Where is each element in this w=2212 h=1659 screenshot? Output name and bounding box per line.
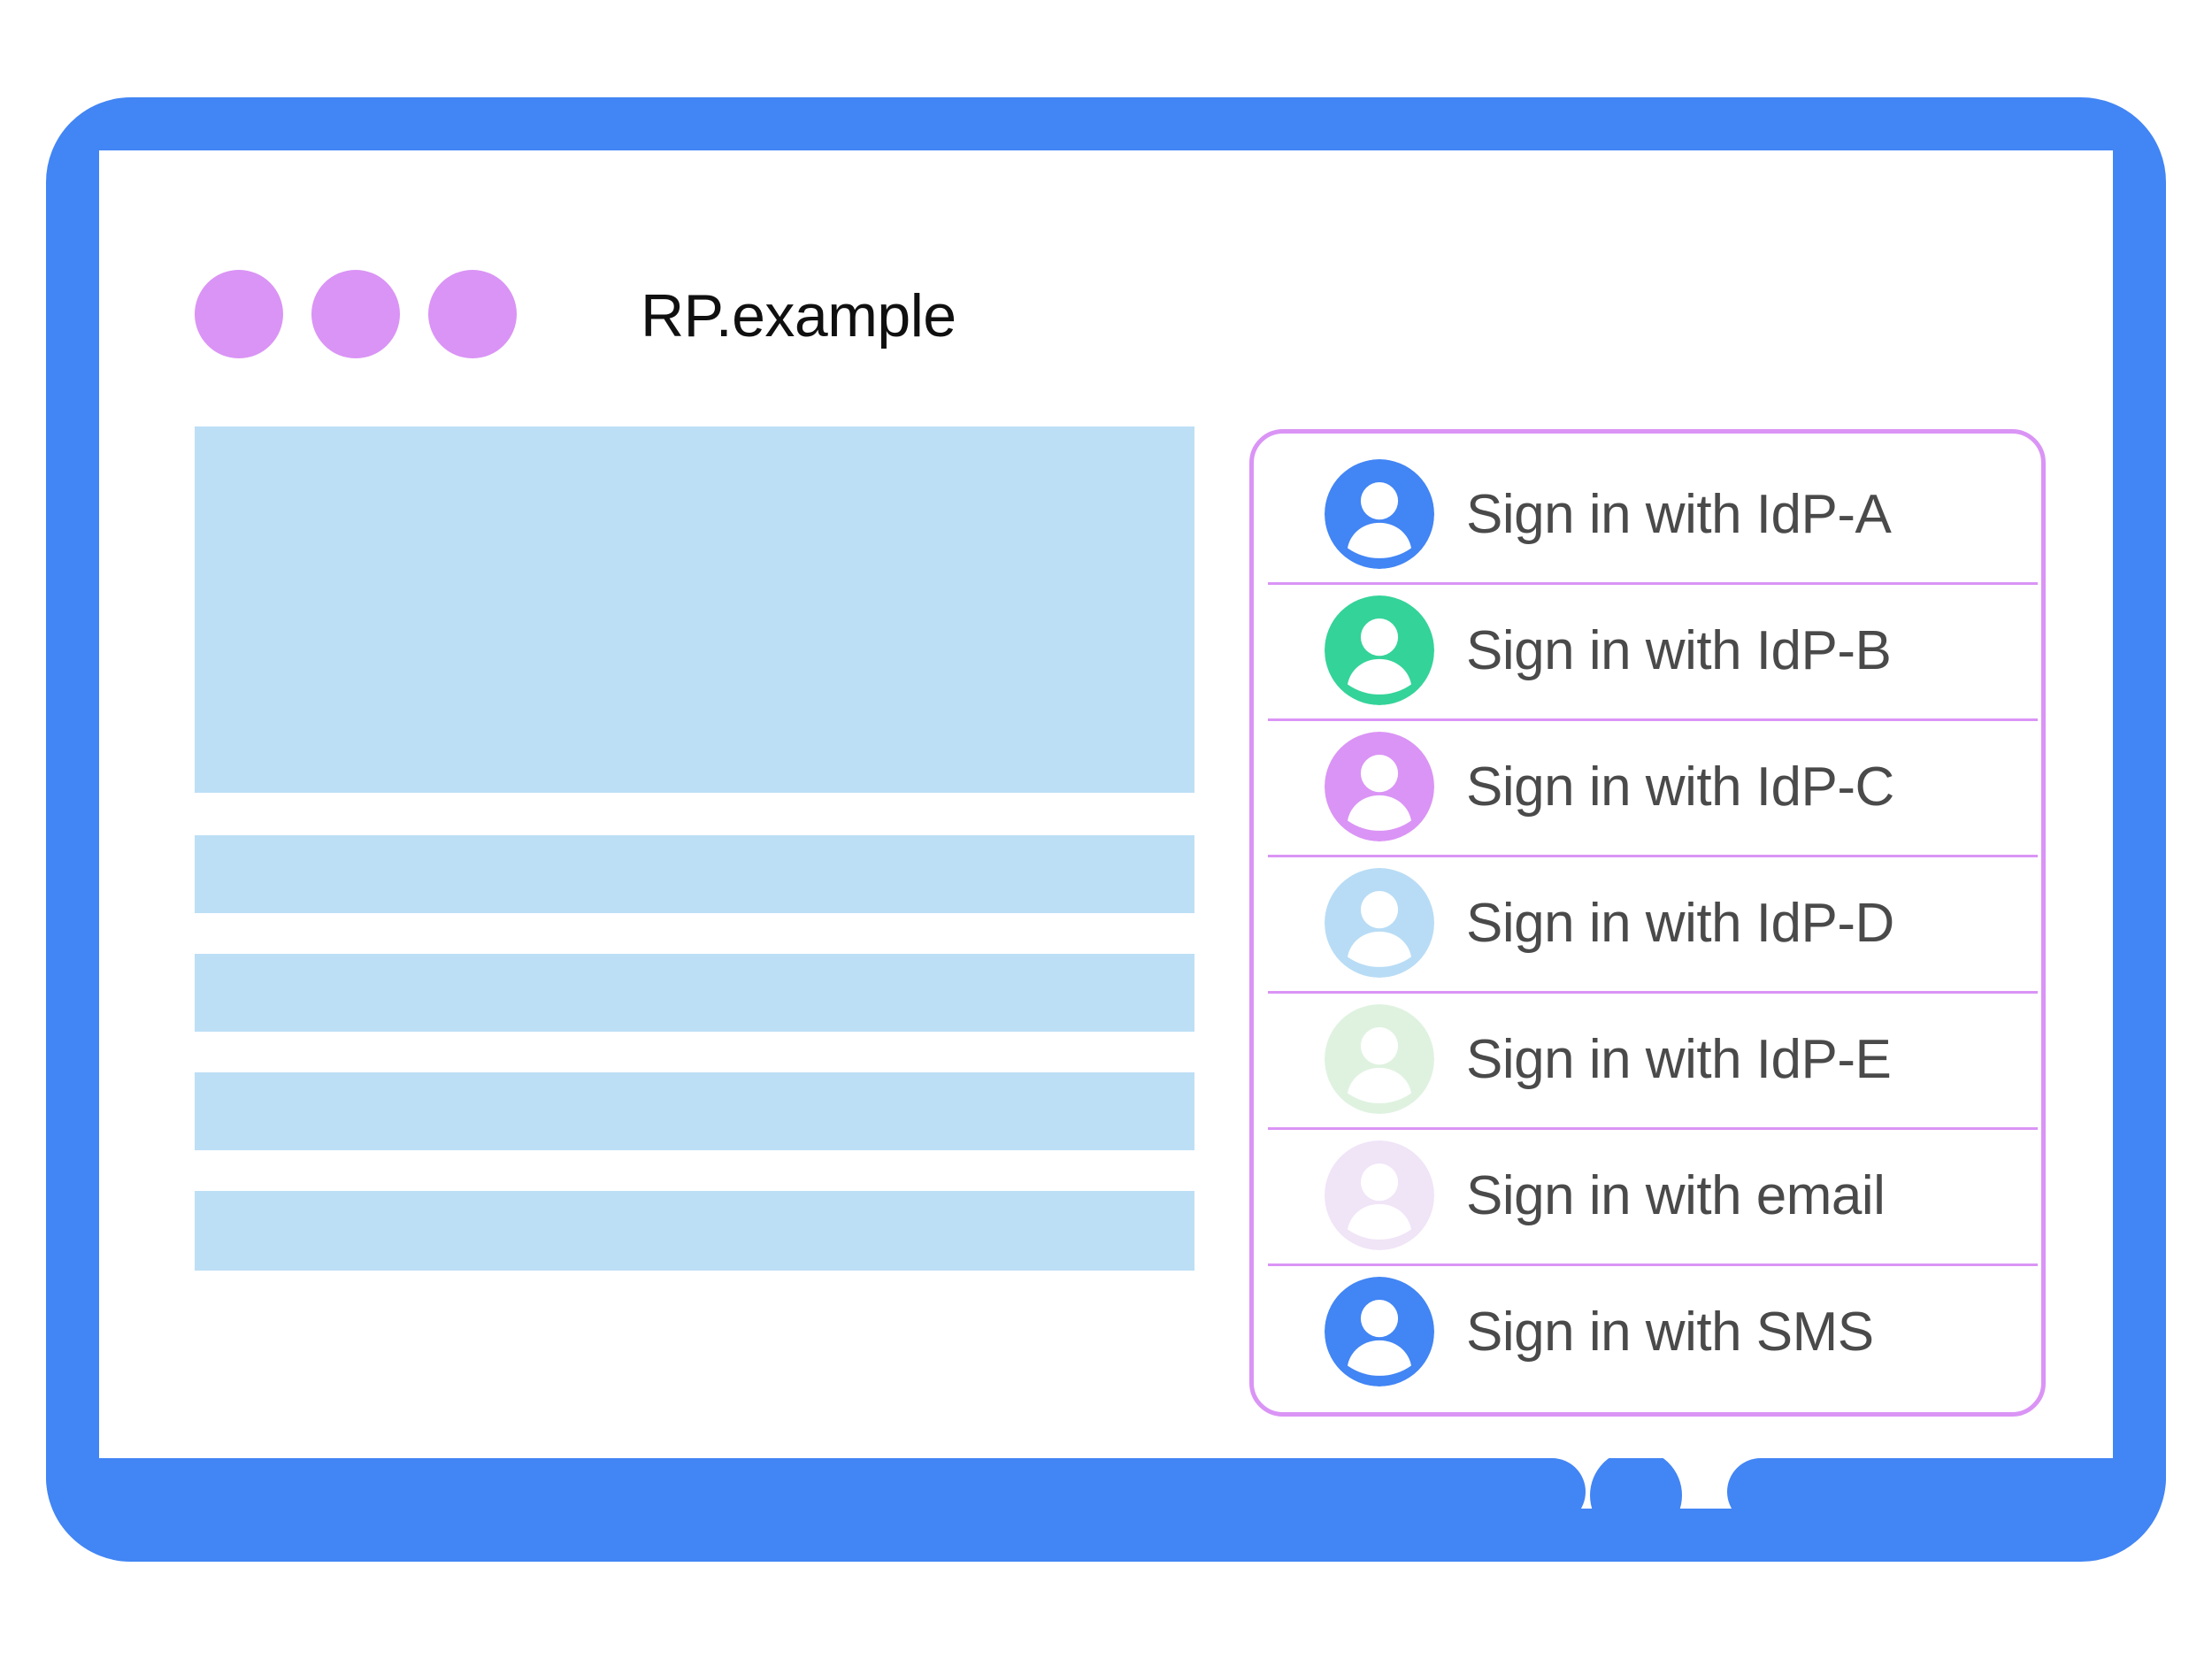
home-button[interactable]	[1590, 1449, 1682, 1541]
page-title: RP.example	[641, 282, 956, 349]
hero-placeholder	[195, 426, 1194, 793]
person-avatar-icon	[1325, 1141, 1434, 1250]
account-chooser-item-label: Sign in with IdP-B	[1466, 619, 1892, 681]
account-chooser-item[interactable]: Sign in with IdP-C	[1254, 718, 2041, 855]
account-chooser-item-label: Sign in with IdP-E	[1466, 1028, 1892, 1090]
person-avatar-icon	[1325, 459, 1434, 569]
text-line-placeholder-1	[195, 835, 1194, 913]
window-control-dot-minimize[interactable]	[311, 270, 400, 358]
person-avatar-icon	[1325, 868, 1434, 978]
person-avatar-icon	[1325, 1277, 1434, 1386]
account-chooser-item[interactable]: Sign in with IdP-E	[1254, 991, 2041, 1127]
account-chooser-item[interactable]: Sign in with IdP-B	[1254, 582, 2041, 718]
account-chooser-item[interactable]: Sign in with IdP-D	[1254, 855, 2041, 991]
account-chooser-item[interactable]: Sign in with email	[1254, 1127, 2041, 1263]
window-control-dot-close[interactable]	[195, 270, 283, 358]
account-chooser-item-label: Sign in with IdP-C	[1466, 756, 1894, 818]
text-line-placeholder-4	[195, 1191, 1194, 1271]
account-chooser-dialog: Sign in with IdP-A Sign in with IdP-B Sign…	[1249, 429, 2046, 1417]
account-chooser-item[interactable]: Sign in with IdP-A	[1254, 446, 2041, 582]
account-chooser-item-label: Sign in with email	[1466, 1164, 1886, 1226]
account-chooser-item-label: Sign in with IdP-A	[1466, 483, 1892, 545]
person-avatar-icon	[1325, 595, 1434, 705]
text-line-placeholder-3	[195, 1072, 1194, 1150]
person-avatar-icon	[1325, 1004, 1434, 1114]
person-avatar-icon	[1325, 732, 1434, 841]
window-control-dot-maximize[interactable]	[428, 270, 517, 358]
browser-title-bar: RP.example	[99, 150, 2113, 358]
account-chooser-item-label: Sign in with SMS	[1466, 1301, 1874, 1363]
account-chooser-item[interactable]: Sign in with SMS	[1254, 1263, 2041, 1400]
account-chooser-item-label: Sign in with IdP-D	[1466, 892, 1894, 954]
text-line-placeholder-2	[195, 954, 1194, 1032]
